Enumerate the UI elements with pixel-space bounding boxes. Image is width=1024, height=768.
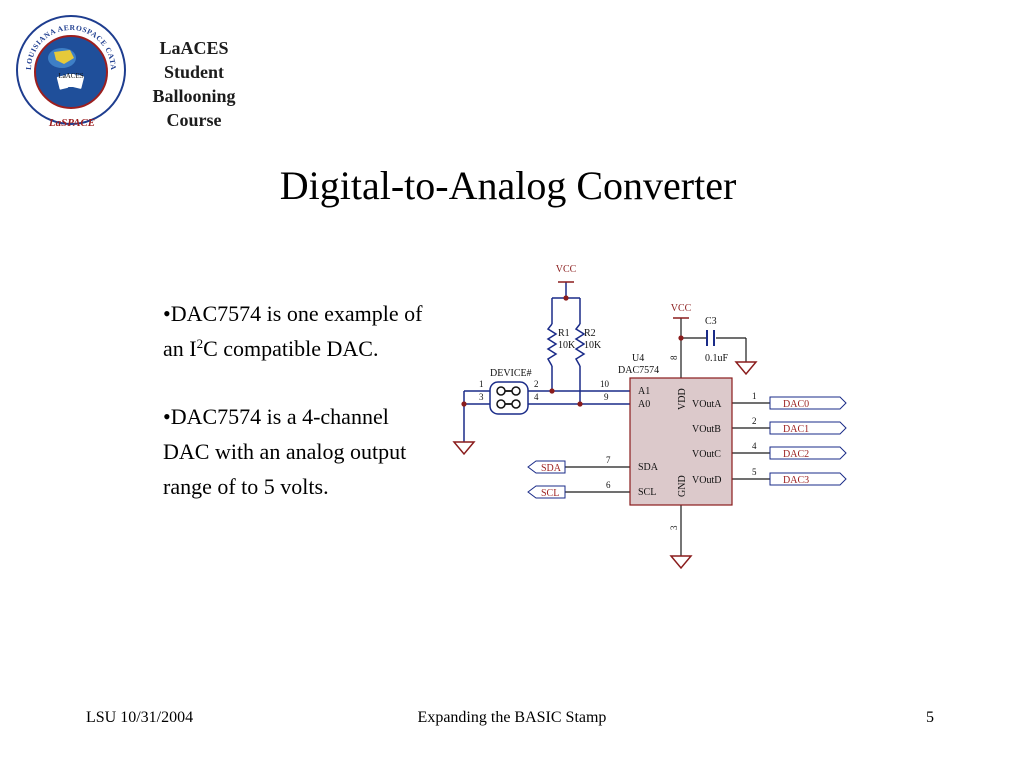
net-flag-sda — [527, 460, 566, 474]
header-logo: LOUISIANA AEROSPACE CATALYST EXPERIENCES… — [14, 10, 244, 135]
bullet-text: •DAC7574 is one example of an I — [163, 301, 423, 361]
net-flag-dac0 — [769, 396, 847, 410]
pin-number: 10 — [600, 379, 610, 389]
course-title-line: Ballooning — [152, 86, 236, 106]
bullet-text: C compatible DAC. — [203, 336, 379, 361]
vcc-symbols — [558, 281, 689, 319]
net-label: DAC3 — [783, 475, 809, 486]
pin-number: 2 — [752, 416, 757, 426]
vcc-label: VCC — [556, 264, 577, 275]
pin-number: 9 — [604, 392, 609, 402]
junction-dots — [461, 295, 684, 407]
resistor-value: 10K — [558, 340, 576, 351]
pin-number: 1 — [479, 379, 484, 389]
net-flag-dac2 — [769, 446, 847, 460]
pin-name: VOutA — [692, 399, 722, 410]
seal-inner-text: LaACES — [58, 72, 83, 80]
net-label: DAC2 — [783, 449, 809, 460]
seal-bottom-text: LaSPACE — [48, 117, 95, 129]
dac-ic-body — [629, 377, 733, 506]
pin-number: 3 — [479, 392, 484, 402]
pin-number: 3 — [669, 525, 679, 530]
resistor-ref: R1 — [558, 328, 570, 339]
capacitor-ref: C3 — [705, 316, 717, 327]
pin-name: VOutC — [692, 449, 721, 460]
device-dip-switch — [489, 381, 529, 415]
pin-name: SCL — [638, 487, 656, 498]
net-label: SDA — [541, 463, 562, 474]
capacitor-value: 0.1uF — [705, 353, 729, 364]
pin-number: 4 — [534, 392, 539, 402]
resistor-value: 10K — [584, 340, 602, 351]
pin-name: VOutB — [692, 424, 721, 435]
net-flag-dac3 — [769, 472, 847, 486]
ground-symbols — [452, 361, 758, 570]
course-title-line: LaACES — [159, 38, 229, 58]
pin-name: A0 — [638, 399, 650, 410]
pin-number: 5 — [752, 467, 757, 477]
net-label: DAC0 — [783, 399, 809, 410]
slide-number: 5 — [926, 709, 934, 726]
superscript: 2 — [196, 336, 204, 351]
pin-number: 1 — [752, 391, 757, 401]
pin-name: SDA — [638, 462, 659, 473]
schematic-wires — [463, 282, 630, 442]
bullet-item: •DAC7574 is a 4-channel DAC with an anal… — [163, 404, 407, 499]
pin-number: 4 — [752, 441, 757, 451]
net-label: DAC1 — [783, 424, 809, 435]
pin-number: 2 — [534, 379, 539, 389]
laspace-seal-icon: LOUISIANA AEROSPACE CATALYST EXPERIENCES… — [14, 10, 126, 129]
net-flag-scl — [527, 485, 566, 499]
ic-part-number: DAC7574 — [618, 365, 659, 376]
bullet-item: •DAC7574 is one example of an I2C compat… — [163, 296, 438, 366]
pin-number: 8 — [669, 355, 679, 360]
course-title: LaACES Student Ballooning Course — [142, 36, 246, 132]
device-label: DEVICE# — [490, 368, 532, 379]
gnd-label: GND — [677, 475, 688, 497]
net-flag-dac1 — [769, 421, 847, 435]
vdd-label: VDD — [677, 388, 688, 410]
bullet-list: •DAC7574 is one example of an I2C compat… — [163, 296, 438, 537]
footer-date: LSU 10/31/2004 — [86, 709, 194, 726]
net-label: SCL — [541, 488, 559, 499]
footer-title: Expanding the BASIC Stamp — [417, 709, 607, 726]
schematic-signal-wires — [565, 318, 770, 556]
pin-name: VOutD — [692, 475, 721, 486]
ic-ref: U4 — [632, 353, 644, 364]
course-title-line: Course — [166, 110, 222, 130]
pin-name: A1 — [638, 386, 650, 397]
course-title-line: Student — [163, 62, 225, 82]
vcc-label: VCC — [671, 303, 692, 314]
resistor-ref: R2 — [584, 328, 596, 339]
pin-number: 7 — [606, 455, 611, 465]
resistor-zigzags — [546, 323, 586, 367]
capacitor-symbol — [706, 330, 715, 346]
dac-schematic: VCC VCC R1 10K R2 10K C3 0.1uF DEVICE# 1… — [452, 264, 847, 570]
slide-title: Digital-to-Analog Converter — [279, 163, 737, 208]
pin-number: 6 — [606, 480, 611, 490]
